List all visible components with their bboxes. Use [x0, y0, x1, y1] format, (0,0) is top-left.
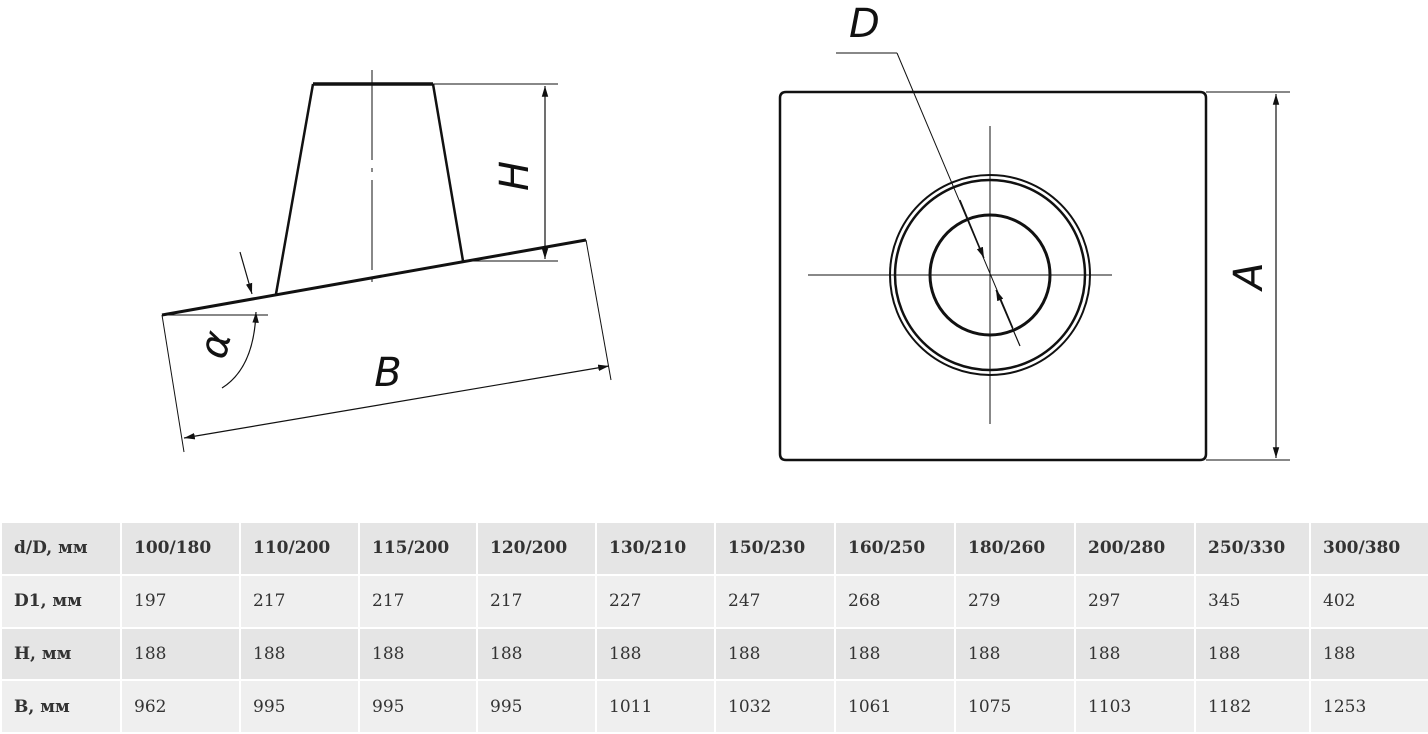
table-cell: 279	[954, 573, 1076, 629]
base-plate-outline	[778, 90, 1208, 462]
table-cell: 1032	[714, 679, 836, 734]
table-cell: 1061	[834, 679, 956, 734]
table-header-cell: 100/180	[120, 521, 241, 576]
b-dimension-line	[183, 364, 610, 440]
table-cell: 1103	[1074, 679, 1196, 734]
table-row-header: D1, мм	[0, 573, 122, 629]
table-cell: 188	[834, 626, 956, 682]
table-cell: 995	[358, 679, 478, 734]
table-cell: 268	[834, 573, 956, 629]
d-arrow-bottom	[995, 289, 1021, 347]
table-row: H, мм 188 188 188 188 188 188 188 188 18…	[0, 626, 1428, 682]
table-cell: 188	[239, 626, 360, 682]
table-cell: 297	[1074, 573, 1196, 629]
side-view	[161, 70, 612, 453]
table-row: B, мм 962 995 995 995 1011 1032 1061 107…	[0, 679, 1428, 734]
table-row-header: B, мм	[0, 679, 122, 734]
table-cell: 188	[1309, 626, 1428, 682]
cone-left-edge	[274, 83, 315, 295]
cone-right-edge	[431, 83, 465, 262]
table-cell: 345	[1194, 573, 1311, 629]
table-cell: 188	[358, 626, 478, 682]
table-row: D1, мм 197 217 217 217 227 247 268 279 2…	[0, 573, 1428, 629]
table-header-cell: 180/260	[954, 521, 1076, 576]
table-cell: 1011	[595, 679, 716, 734]
table-cell: 217	[476, 573, 597, 629]
table-header-row: d/D, мм 100/180 110/200 115/200 120/200 …	[0, 521, 1428, 576]
label-h: H	[492, 161, 538, 191]
table-cell: 188	[595, 626, 716, 682]
table-cell: 247	[714, 573, 836, 629]
table-cell: 197	[120, 573, 241, 629]
table-cell: 188	[1074, 626, 1196, 682]
label-a: A	[1226, 262, 1272, 292]
table-cell: 1075	[954, 679, 1076, 734]
table-header-cell: 160/250	[834, 521, 956, 576]
b-extension-left	[161, 314, 185, 453]
alpha-leader	[239, 251, 253, 295]
table-header-cell: 130/210	[595, 521, 716, 576]
d-leader-diagonal	[896, 52, 1014, 329]
b-extension-right	[585, 239, 612, 381]
table-cell: 962	[120, 679, 241, 734]
table-cell: 1182	[1194, 679, 1311, 734]
table-cell: 188	[1194, 626, 1311, 682]
table-cell: 188	[120, 626, 241, 682]
table-cell: 217	[358, 573, 478, 629]
table-cell: 188	[954, 626, 1076, 682]
table-cell: 217	[239, 573, 360, 629]
base-slope-line	[161, 238, 587, 317]
table-header-cell: 150/230	[714, 521, 836, 576]
table-header-cell: d/D, мм	[0, 521, 122, 576]
technical-drawing: D H α B A	[161, 1, 1290, 462]
dimensions-table: d/D, мм 100/180 110/200 115/200 120/200 …	[0, 521, 1428, 734]
table-header-cell: 120/200	[476, 521, 597, 576]
table-header-cell: 110/200	[239, 521, 360, 576]
alpha-arc	[221, 311, 259, 389]
table-header-cell: 300/380	[1309, 521, 1428, 576]
table-row-header: H, мм	[0, 626, 122, 682]
drawing-canvas: D H α B A	[161, 1, 1290, 462]
table-cell: 995	[239, 679, 360, 734]
table-header-cell: 250/330	[1194, 521, 1311, 576]
table-header-cell: 200/280	[1074, 521, 1196, 576]
table-cell: 188	[476, 626, 597, 682]
table-cell: 1253	[1309, 679, 1428, 734]
table-cell: 188	[714, 626, 836, 682]
table-cell: 402	[1309, 573, 1428, 629]
label-d: D	[849, 1, 880, 47]
label-alpha: α	[190, 326, 241, 363]
table-header-cell: 115/200	[358, 521, 478, 576]
d-arrow-top	[959, 199, 985, 259]
table-cell: 227	[595, 573, 716, 629]
table-cell: 995	[476, 679, 597, 734]
label-b: B	[374, 350, 401, 396]
top-view	[778, 52, 1290, 462]
